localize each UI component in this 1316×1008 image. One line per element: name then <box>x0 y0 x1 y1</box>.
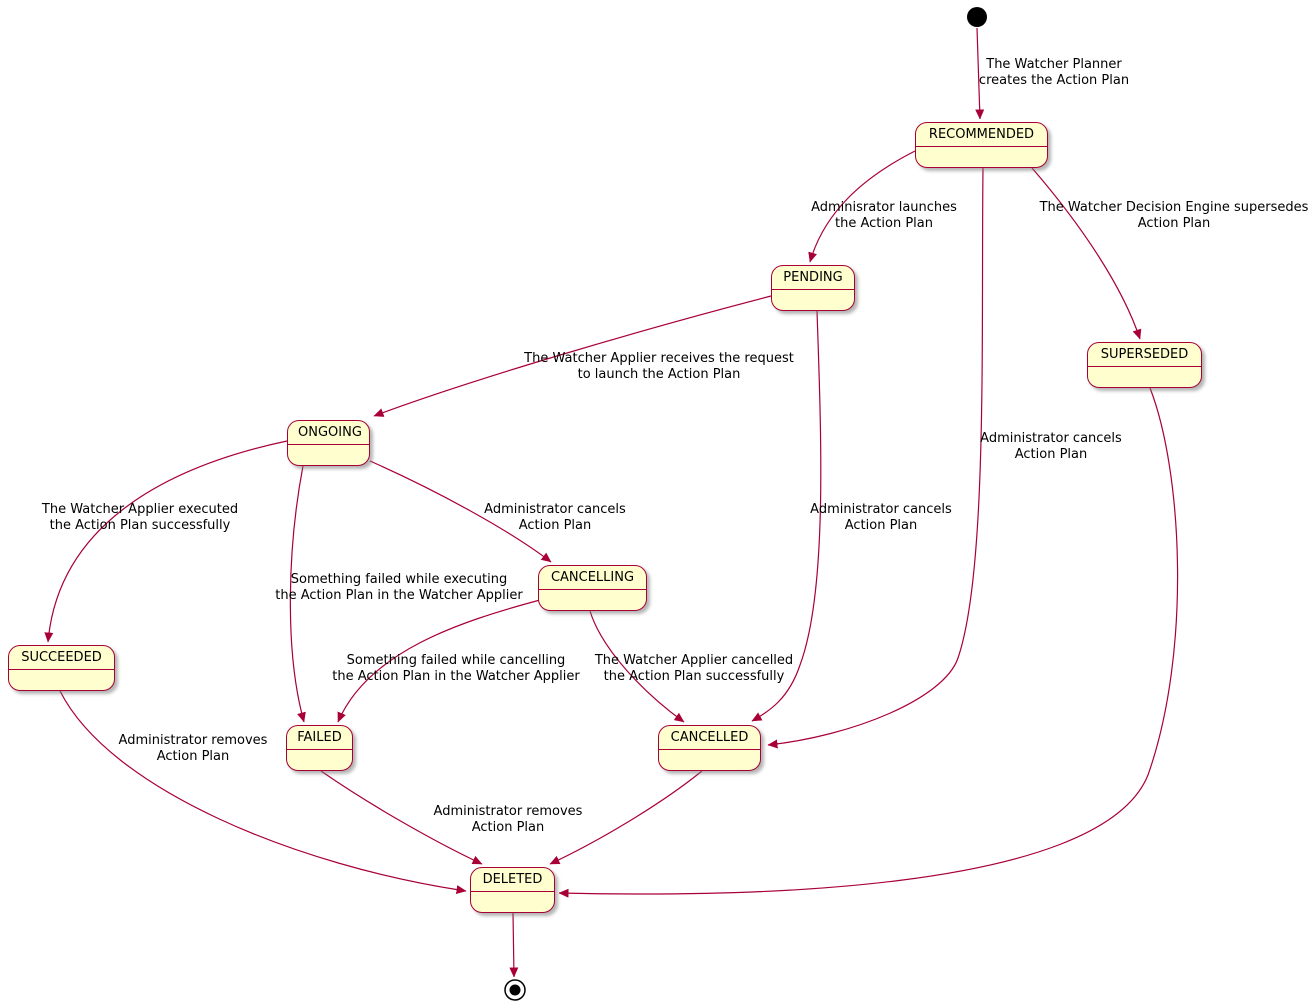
edge-succeeded-deleted <box>59 690 467 895</box>
state-succeeded: SUCCEEDED <box>8 645 115 691</box>
state-cancelling-label: CANCELLING <box>539 566 646 590</box>
label-cancelling-cancelled: The Watcher Applier cancelled the Action… <box>594 653 794 684</box>
edge-recommended-superseded <box>1031 167 1142 340</box>
state-ongoing: ONGOING <box>287 420 370 466</box>
label-recommended-pending: Adminisrator launches the Action Plan <box>811 200 957 231</box>
label-ongoing-succeeded: The Watcher Applier executed the Action … <box>41 502 239 533</box>
state-pending-label: PENDING <box>772 266 854 290</box>
edge-recommended-cancelled <box>767 167 984 749</box>
edge-failed-deleted <box>320 770 483 865</box>
edge-cancelled-deleted <box>549 770 703 865</box>
edge-superseded-deleted <box>558 387 1179 898</box>
state-cancelled-label: CANCELLED <box>659 726 760 750</box>
state-recommended: RECOMMENDED <box>915 122 1048 168</box>
state-ongoing-label: ONGOING <box>288 421 369 445</box>
state-cancelling: CANCELLING <box>538 565 647 611</box>
initial-state-icon <box>967 7 987 27</box>
label-ongoing-cancelling: Administrator cancels Action Plan <box>484 502 626 533</box>
state-succeeded-label: SUCCEEDED <box>9 646 114 670</box>
edge-ongoing-failed <box>289 465 306 723</box>
state-cancelled: CANCELLED <box>658 725 761 771</box>
state-failed: FAILED <box>286 725 353 771</box>
state-superseded-label: SUPERSEDED <box>1088 343 1201 367</box>
edge-deleted-final <box>509 912 519 978</box>
state-recommended-label: RECOMMENDED <box>916 123 1047 147</box>
state-pending: PENDING <box>771 265 855 311</box>
edge-ongoing-cancelling <box>369 460 552 563</box>
edge-recommended-pending <box>808 150 916 263</box>
final-state-dot-icon <box>509 984 521 996</box>
edge-pending-cancelled <box>751 310 822 722</box>
label-recommended-superseded: The Watcher Decision Engine supersedes A… <box>1039 200 1309 231</box>
edge-ongoing-succeeded <box>44 440 288 643</box>
state-failed-label: FAILED <box>287 726 352 750</box>
label-failed-deleted: Administrator removes Action Plan <box>433 804 583 835</box>
edge-init-recommended <box>975 27 985 120</box>
state-deleted-label: DELETED <box>471 868 554 892</box>
label-ongoing-failed: Something failed while executing the Act… <box>275 572 523 603</box>
label-init-recommended: The Watcher Planner creates the Action P… <box>978 57 1130 88</box>
edge-pending-ongoing <box>373 295 772 417</box>
state-deleted: DELETED <box>470 867 555 913</box>
edge-cancelling-cancelled <box>589 610 685 723</box>
label-pending-ongoing: The Watcher Applier receives the request… <box>524 351 794 382</box>
label-cancelling-failed: Something failed while cancelling the Ac… <box>332 653 580 684</box>
label-pending-cancelled: Administrator cancels Action Plan <box>810 502 952 533</box>
state-superseded: SUPERSEDED <box>1087 342 1202 388</box>
edge-cancelling-failed <box>337 599 541 723</box>
label-recommended-cancelled: Administrator cancels Action Plan <box>980 431 1122 462</box>
label-succeeded-deleted: Administrator removes Action Plan <box>118 733 268 764</box>
